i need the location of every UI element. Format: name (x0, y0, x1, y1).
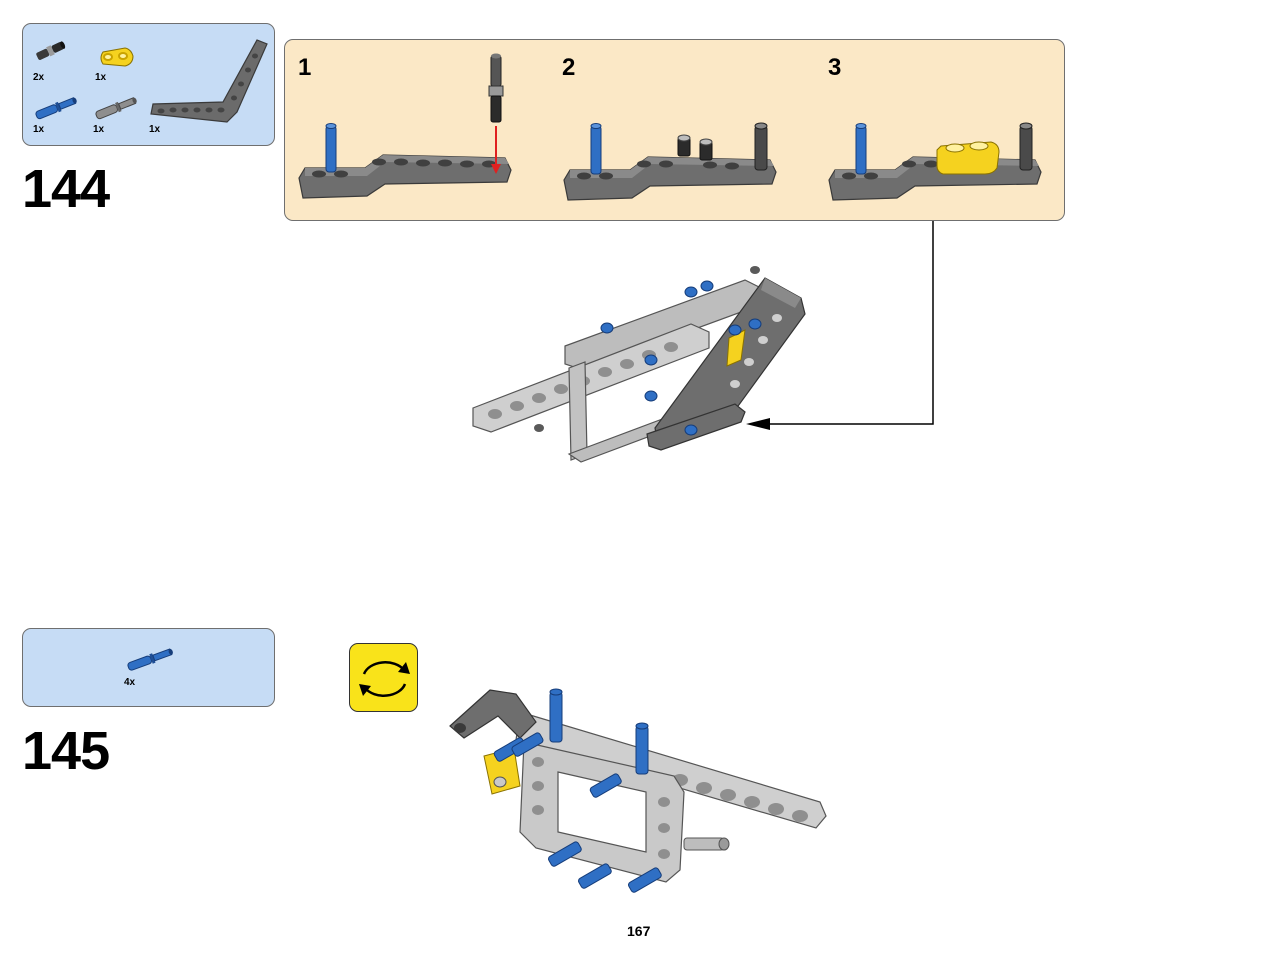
insertion-arrow (491, 126, 501, 174)
rotate-model-icon (349, 643, 418, 712)
yellow-double-connector-icon (936, 141, 1000, 175)
grey-axle-pin-icon (95, 97, 137, 120)
yellow-double-connector-icon (100, 47, 134, 67)
blue-axle-pin-icon (35, 97, 77, 120)
substep-1-illustration (298, 53, 512, 199)
black-pin-with-bush-icon (488, 53, 504, 123)
substep-number: 1 (298, 54, 312, 81)
substep-2-illustration (563, 122, 777, 201)
parts-list-panel-step-145: 4x (22, 628, 275, 707)
substep-3-illustration (828, 122, 1042, 201)
part-qty: 4x (124, 677, 136, 688)
part-qty: 1x (33, 124, 45, 135)
step-number: 144 (22, 159, 110, 219)
black-pin-with-bush-icon (677, 134, 713, 161)
substep-number: 3 (828, 54, 842, 81)
page-number: 167 (627, 923, 651, 939)
part-qty: 1x (149, 124, 161, 135)
part-qty: 1x (93, 124, 105, 135)
subassembly-callout: 1 2 3 (284, 39, 1065, 221)
dark-grey-bent-beam-icon (298, 154, 512, 199)
black-pin-with-bush-icon (36, 41, 66, 60)
substep-number: 2 (562, 54, 576, 81)
part-qty: 2x (33, 72, 45, 83)
dark-grey-bent-beam-icon (150, 39, 268, 123)
part-qty: 1x (95, 72, 107, 83)
blue-axle-pin-icon (325, 123, 337, 173)
parts-list-panel-step-144: 2x 1x 1x 1x (22, 23, 275, 146)
step-144-model-illustration (472, 266, 806, 463)
blue-axle-pin-icon (127, 648, 173, 671)
step-145-model-illustration (449, 688, 827, 893)
step-number: 145 (22, 721, 110, 781)
